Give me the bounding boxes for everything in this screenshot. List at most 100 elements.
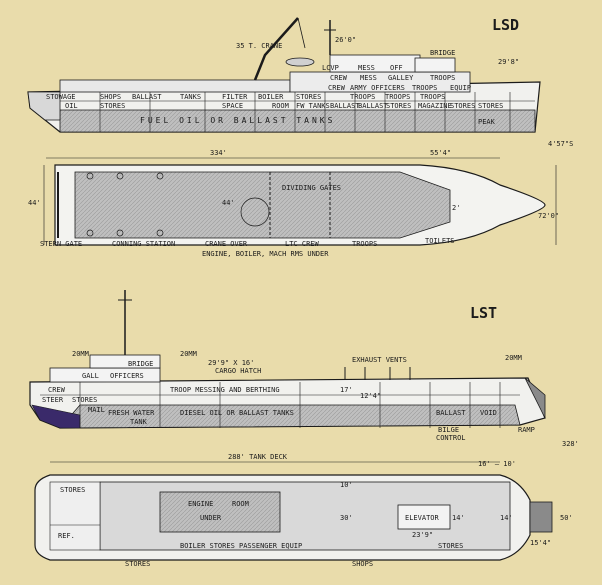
lst-bilge-label: BILGE — [438, 426, 459, 434]
lsd-boiler-label: BOILER — [258, 93, 284, 101]
lst-officers-label: OFFICERS — [110, 372, 144, 380]
lst-ramp-label: RAMP — [518, 426, 535, 434]
lst-title: LST — [470, 304, 497, 322]
lsd-wing-wall — [59, 79, 291, 93]
lsd-troops-label-3: TROOPS — [350, 93, 375, 101]
lst-boiler-stores-label: BOILER STORES PASSENGER EQUIP — [180, 542, 302, 550]
lsd-tank-band — [59, 109, 536, 133]
lsd-bow-height: 29'8" — [498, 58, 519, 66]
lst-gun-right: 20MM — [505, 354, 522, 362]
lst-width-10: 10' — [340, 481, 353, 489]
lst-beam-2: 15'4" — [530, 539, 551, 547]
lst-shops-label: SHOPS — [352, 560, 373, 568]
lsd-ltc-crew-label: LTC CREW — [285, 240, 320, 248]
lst-bow-ramp — [524, 377, 546, 419]
lst-dim-12: 12'4" — [360, 392, 381, 400]
lsd-stern-gate-label: STERN GATE — [40, 240, 82, 248]
lsd-dividing-gates-label: DIVIDING GATES — [282, 184, 341, 192]
lsd-off-label: OFF — [390, 64, 403, 72]
lsd-shops-label: SHOPS — [100, 93, 121, 101]
lsd-troops-label: TROOPS — [430, 74, 455, 82]
lst-ballast-label: BALLAST — [436, 409, 466, 417]
lsd-beam-left: 44' — [28, 199, 41, 207]
lst-gall-label: GALL — [82, 372, 99, 380]
lst-beam: 50' — [560, 514, 573, 522]
lst-plan-stores-top: STORES — [60, 486, 85, 494]
lsd-lcvp-label: LCVP — [322, 64, 339, 72]
lst-crew-label: CREW — [48, 386, 66, 394]
lst-tank-label: TANK — [130, 418, 148, 426]
lsd-space-label: SPACE — [222, 102, 243, 110]
lst-diesel-label: DIESEL OIL OR BALLAST TANKS — [180, 409, 294, 417]
lsd-fuel-oil-label: FUEL OIL OR BALLAST TANKS — [140, 116, 335, 125]
lsd-engine-note: ENGINE, BOILER, MACH RMS UNDER — [202, 250, 329, 258]
lst-troop-messing-label: TROOP MESSING AND BERTHING — [170, 386, 280, 394]
lsd-lcvp-boat — [285, 57, 315, 67]
lsd-bridge-label: BRIDGE — [430, 49, 455, 57]
lst-plan-ramp — [529, 501, 553, 533]
lst-void-label: VOID — [480, 409, 497, 417]
lst-cargo-hatch-label: CARGO HATCH — [215, 367, 261, 375]
lsd-mast-height: 26'0" — [335, 36, 356, 44]
lsd-troops-label-5: TROOPS — [420, 93, 445, 101]
lsd-crew-label: CREW — [330, 74, 348, 82]
lst-hatch-size: 29'9" X 16' — [208, 359, 254, 367]
lst-under-label: UNDER — [200, 514, 222, 522]
lst-ref-label: REF. — [58, 532, 75, 540]
lst-elevator-length: 23'9" — [412, 531, 433, 539]
lst-elevator-label: ELEVATOR — [405, 514, 440, 522]
lst-gun-mid: 20MM — [180, 350, 197, 358]
lst-mail-label: MAIL — [88, 406, 105, 414]
lsd-ballast-label-3: BALLAST — [358, 102, 388, 110]
lsd-draft-label: 4'57"S — [548, 140, 573, 148]
lsd-title: LSD — [492, 16, 519, 34]
lst-plan: 288' TANK DECK 16' — 10' STORES REF. 10'… — [34, 453, 573, 568]
lsd-stores-label-5: STORES — [478, 102, 503, 110]
lsd-beam-center: 44' — [222, 199, 235, 207]
lsd-room-label: ROOM — [272, 102, 289, 110]
lsd-profile: 35 T. CRANE 26'0" BRIDGE 29'8" LCVP MESS… — [27, 17, 573, 148]
lst-elevator-width: 14' — [452, 514, 465, 522]
lsd-forward-length-label: 55'4" — [430, 149, 451, 157]
lst-width-30: 30' — [340, 514, 353, 522]
lsd-stowage-label: STOWAGE — [46, 93, 76, 101]
lst-dim-17: 17' — [340, 386, 353, 394]
lsd-stores-label-2: STORES — [100, 102, 125, 110]
lsd-mess-label: MESS — [358, 64, 375, 72]
lsd-troops-label-2: TROOPS — [412, 84, 437, 92]
lsd-stores-label-4: STORES — [450, 102, 475, 110]
lsd-conning-station-label: CONNING STATION — [112, 240, 175, 248]
lsd-army-officers-label: ARMY OFFICERS — [350, 84, 405, 92]
lst-stores-label: STORES — [72, 396, 97, 404]
lst-elevator — [397, 504, 451, 530]
lst-total-length: 328' — [562, 440, 579, 448]
lsd-fw-tanks-label: FW TANKS — [296, 102, 330, 110]
lst-ramp-width: 14' — [500, 514, 513, 522]
lsd-mess-label-2: MESS — [360, 74, 377, 82]
lsd-stores-label-3: STORES — [386, 102, 411, 110]
lst-engine-label: ENGINE — [188, 500, 213, 508]
lsd-galley-label: GALLEY — [388, 74, 414, 82]
lsd-crane — [253, 17, 299, 81]
lsd-magazine-label: MAGAZINE — [418, 102, 452, 110]
lsd-ballast-label: BALLAST — [132, 93, 162, 101]
lsd-stores-label: STORES — [296, 93, 321, 101]
lsd-toilets-label: TOILETS — [425, 237, 455, 245]
lst-stores-bottom: STORES — [125, 560, 150, 568]
lsd-crane-over-label: CRANE OVER — [205, 240, 248, 248]
lst-steer-section — [31, 404, 81, 429]
lsd-oil-label: OIL — [65, 102, 78, 110]
lst-tank-deck-label: 288' TANK DECK — [228, 453, 288, 461]
lst-exhaust-label: EXHAUST VENTS — [352, 356, 407, 364]
lst-control-label: CONTROL — [436, 434, 466, 442]
lsd-tanks-label: TANKS — [180, 93, 201, 101]
lsd-well-deck — [74, 171, 451, 239]
lsd-ballast-label-2: BALLAST — [330, 102, 360, 110]
lst-steer-label: STEER — [42, 396, 64, 404]
lsd-troops-plan-label: TROOPS — [352, 240, 377, 248]
lsd-crew-label-2: CREW — [328, 84, 346, 92]
lsd-bridge-house — [329, 54, 421, 73]
lsd-peak-label: PEAK — [478, 118, 496, 126]
lst-engine-room — [159, 491, 281, 533]
